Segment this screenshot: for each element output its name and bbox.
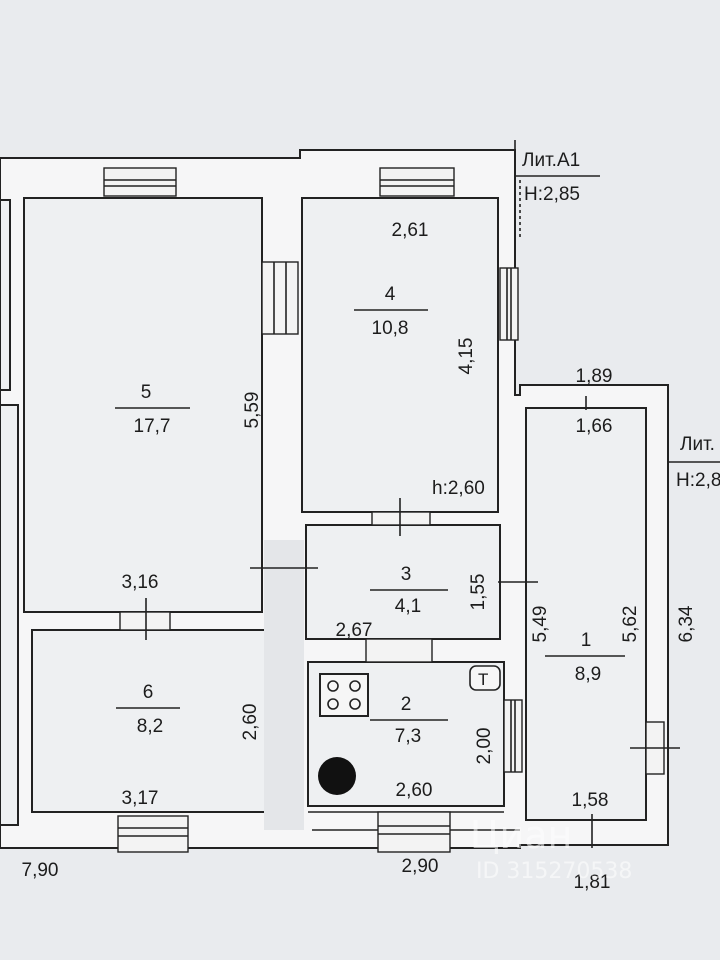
room-5-area: 17,7 (134, 416, 171, 437)
area-dividers (115, 309, 625, 721)
corridor (264, 540, 304, 830)
dim-room4-top: 2,61 (392, 220, 429, 241)
left-partial-room-lower (0, 404, 19, 826)
burner-icon (349, 698, 361, 710)
room-4-number: 4 (385, 284, 396, 305)
litera-main-height: Н:2,85 (524, 184, 580, 205)
door-room3-room2 (365, 638, 433, 663)
dim-room4-side: 4,15 (456, 338, 477, 375)
dim-overall-middle: 2,90 (402, 856, 439, 877)
dim-room1-outer-side: 6,34 (676, 605, 697, 642)
boiler-icon (318, 757, 356, 795)
dim-room1-side: 5,62 (620, 606, 641, 643)
window-room2-side (503, 699, 523, 773)
dim-room1-outer-bottom: 1,81 (574, 872, 611, 893)
dim-room6-bottom: 3,17 (122, 788, 159, 809)
room-2-area: 7,3 (395, 726, 421, 747)
dim-room3-side: 1,55 (468, 574, 489, 611)
room-1-area: 8,9 (575, 664, 601, 685)
dim-room2-side: 2,00 (474, 728, 495, 765)
window-room6 (117, 815, 189, 853)
dim-room5-bottom: 3,16 (122, 572, 159, 593)
windows (103, 167, 523, 853)
stove-icon (319, 673, 369, 717)
litera-side-height: Н:2,8 (676, 470, 720, 491)
dim-room1-bottom: 1,58 (572, 790, 609, 811)
sink-icon (469, 665, 501, 691)
room-3-number: 3 (401, 564, 412, 585)
doors (119, 396, 680, 848)
watermark-id: ID 315270538 (476, 859, 632, 884)
window-room2 (377, 811, 451, 853)
burner-icon (327, 698, 339, 710)
room-6-area: 8,2 (137, 716, 163, 737)
burner-icon (349, 680, 361, 692)
door-room4-room3 (371, 511, 431, 526)
room-2-number: 2 (401, 694, 412, 715)
window-room5 (103, 167, 177, 197)
room-5 (23, 197, 263, 613)
room-3 (305, 524, 501, 640)
partition-door (261, 261, 299, 335)
room-4-height: h:2,60 (432, 478, 485, 499)
dim-room5-side: 5,59 (242, 392, 263, 429)
watermark: Циан ID 315270538 (470, 813, 632, 884)
window-room4 (379, 167, 455, 197)
room-1 (525, 407, 647, 821)
dim-room1-inner-side: 5,49 (530, 606, 551, 643)
dim-room2-bottom: 2,60 (396, 780, 433, 801)
door-room5-room6 (119, 611, 171, 631)
room-6-number: 6 (143, 682, 154, 703)
dim-room3-bottom: 2,67 (336, 620, 373, 641)
litera-side-name: Лит. (680, 434, 715, 455)
window-room4-side (499, 267, 519, 341)
sink-tap-icon: T (478, 670, 488, 689)
burner-icon (327, 680, 339, 692)
room-1-number: 1 (581, 630, 592, 651)
room-6 (31, 629, 269, 813)
dim-room6-side: 2,60 (240, 704, 261, 741)
dim-room1-outer-top: 1,89 (576, 366, 613, 387)
litera-main-name: Лит.А1 (522, 150, 580, 171)
room-4-area: 10,8 (372, 318, 409, 339)
room-5-number: 5 (141, 382, 152, 403)
watermark-brand: Циан (470, 813, 572, 857)
dim-room1-inner-top: 1,66 (576, 416, 613, 437)
room-3-area: 4,1 (395, 596, 421, 617)
dim-overall-left: 7,90 (22, 860, 59, 881)
left-partial-room (0, 199, 11, 391)
